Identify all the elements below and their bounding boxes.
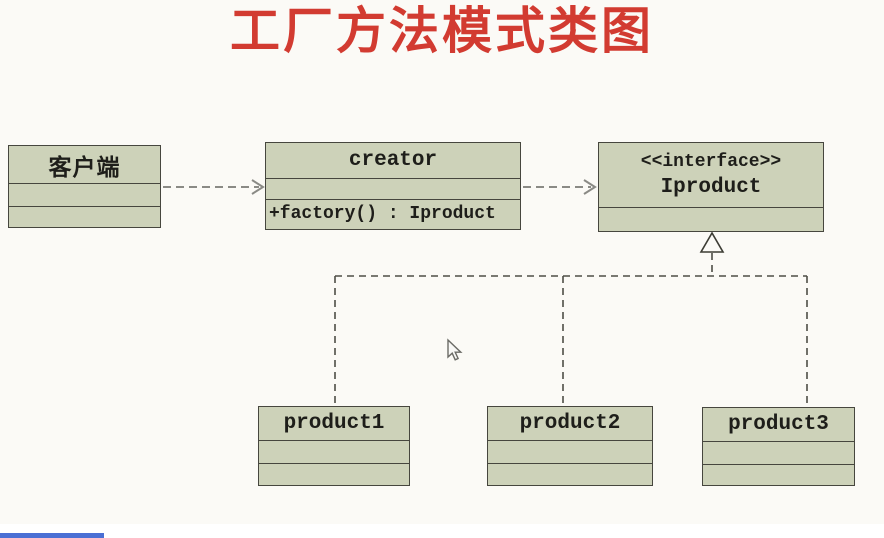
interface-box-iproduct: <<interface>> Iproduct [598, 142, 824, 232]
realization-triangle-icon [699, 231, 725, 253]
product3-attributes-compartment [703, 441, 854, 464]
client-attributes-compartment [9, 183, 160, 206]
product2-methods-compartment [488, 463, 652, 485]
dependency-arrowhead-iproduct [583, 179, 597, 195]
interface-name-iproduct: Iproduct [660, 175, 762, 199]
product2-attributes-compartment [488, 440, 652, 463]
class-name-product2: product2 [519, 412, 621, 435]
class-box-product2: product2 [487, 406, 653, 486]
dependency-arrowhead-creator [251, 179, 265, 195]
creator-attributes-compartment [266, 178, 520, 199]
product1-methods-compartment [259, 463, 409, 485]
class-box-client: 客户端 [8, 145, 161, 228]
class-name-product3: product3 [728, 413, 829, 436]
interface-stereotype: <<interface>> [640, 151, 782, 172]
video-progress-bar[interactable] [0, 533, 104, 538]
diagram-canvas: 工厂方法模式类图 客户端 creator +factory() : Iprodu… [8, 3, 855, 486]
mouse-cursor-icon [447, 338, 463, 361]
client-methods-compartment [9, 205, 160, 227]
class-name-client: 客户端 [48, 155, 121, 182]
product1-attributes-compartment [259, 440, 409, 463]
iproduct-empty-compartment [599, 207, 823, 231]
class-box-creator: creator +factory() : Iproduct [265, 142, 521, 230]
class-box-product1: product1 [258, 406, 410, 486]
creator-factory-method: +factory() : Iproduct [266, 199, 520, 229]
page-title: 工厂方法模式类图 [230, 3, 654, 59]
class-name-product1: product1 [283, 412, 385, 435]
class-box-product3: product3 [702, 407, 855, 486]
product3-methods-compartment [703, 463, 854, 485]
class-name-creator: creator [348, 149, 438, 172]
